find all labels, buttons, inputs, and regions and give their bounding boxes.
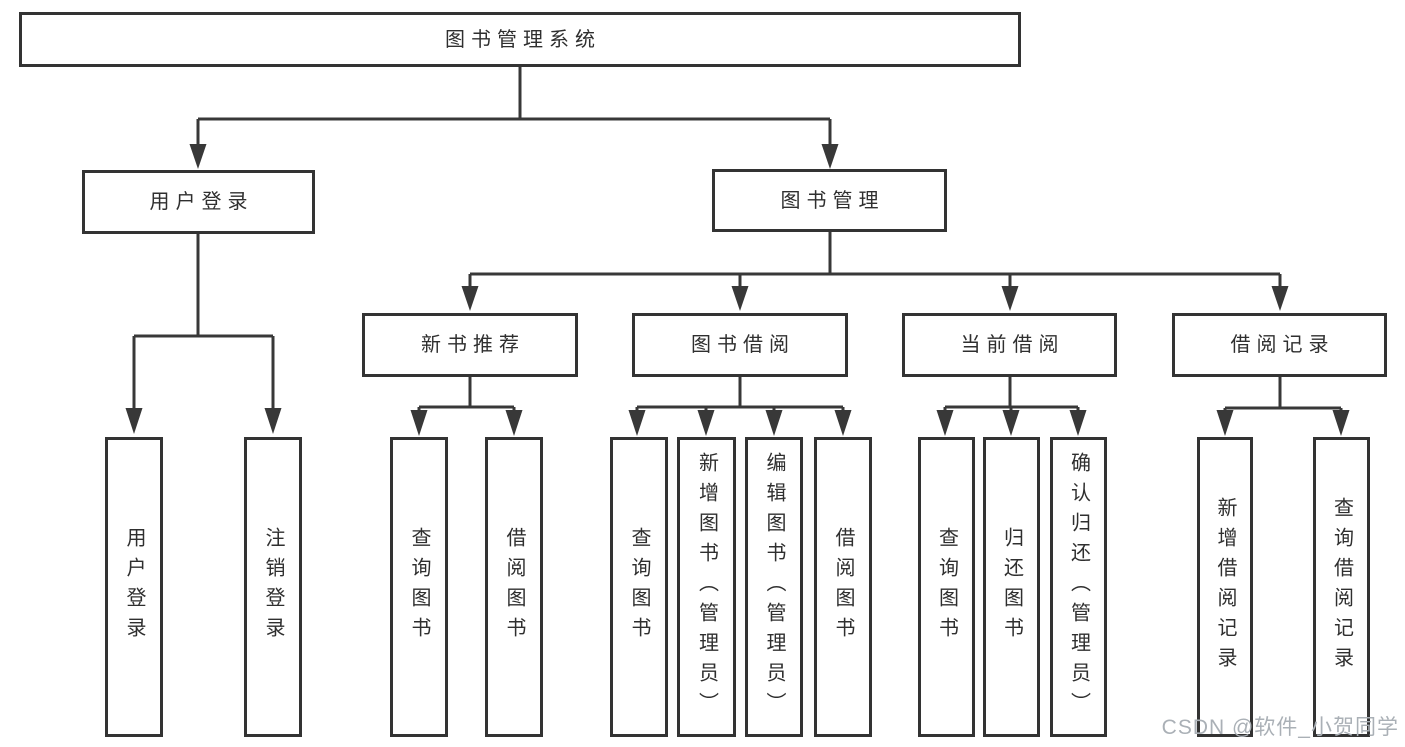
leaf-logout: 注销登录 <box>244 437 302 737</box>
leaf-search-books-current: 查询图书 <box>918 437 975 737</box>
leaf-search-books-borrowing: 查询图书 <box>610 437 668 737</box>
leaf-search-books-recommend: 查询图书 <box>390 437 448 737</box>
leaf-confirm-return-admin: 确认归还（管理员） <box>1050 437 1107 737</box>
node-label: 查询图书 <box>935 527 958 647</box>
csdn-watermark: CSDN @软件_小贺同学 <box>1161 716 1399 739</box>
leaf-add-books-admin: 新增图书（管理员） <box>677 437 736 737</box>
node-book-management: 图书管理 <box>712 169 947 232</box>
node-label: 图书借阅 <box>691 334 795 356</box>
node-label: 当前借阅 <box>960 334 1065 356</box>
node-label: 新增借阅记录 <box>1214 497 1236 677</box>
node-label: 图书管理 <box>780 189 885 212</box>
node-label: 借阅记录 <box>1230 334 1335 356</box>
node-book-borrowing: 图书借阅 <box>632 313 848 377</box>
leaf-search-borrow-record: 查询借阅记录 <box>1313 437 1370 737</box>
node-label: 新增图书（管理员） <box>695 452 718 722</box>
node-label: 新书推荐 <box>421 334 525 356</box>
node-new-book-recommend: 新书推荐 <box>362 313 578 377</box>
node-label: 注销登录 <box>262 527 284 647</box>
node-label: 查询图书 <box>628 527 650 647</box>
node-library-system: 图书管理系统 <box>19 12 1021 67</box>
node-label: 查询借阅记录 <box>1330 497 1353 677</box>
leaf-edit-books-admin: 编辑图书（管理员） <box>745 437 803 737</box>
leaf-return-books: 归还图书 <box>983 437 1040 737</box>
node-user-login: 用户登录 <box>82 170 315 234</box>
node-borrow-records: 借阅记录 <box>1172 313 1387 377</box>
node-label: 归还图书 <box>1000 527 1023 647</box>
node-label: 图书管理系统 <box>445 28 601 51</box>
arrowheads <box>125 144 1350 436</box>
node-label: 用户登录 <box>149 191 254 213</box>
leaf-user-login: 用户登录 <box>105 437 163 737</box>
node-current-borrowing: 当前借阅 <box>902 313 1117 377</box>
node-label: 用户登录 <box>123 527 145 647</box>
node-label: 借阅图书 <box>503 527 525 647</box>
leaf-borrow-books-recommend: 借阅图书 <box>485 437 543 737</box>
leaf-add-borrow-record: 新增借阅记录 <box>1197 437 1253 737</box>
leaf-borrow-books: 借阅图书 <box>814 437 872 737</box>
node-label: 确认归还（管理员） <box>1067 452 1090 722</box>
node-label: 查询图书 <box>408 527 430 647</box>
node-label: 编辑图书（管理员） <box>763 452 785 722</box>
node-label: 借阅图书 <box>832 527 854 647</box>
